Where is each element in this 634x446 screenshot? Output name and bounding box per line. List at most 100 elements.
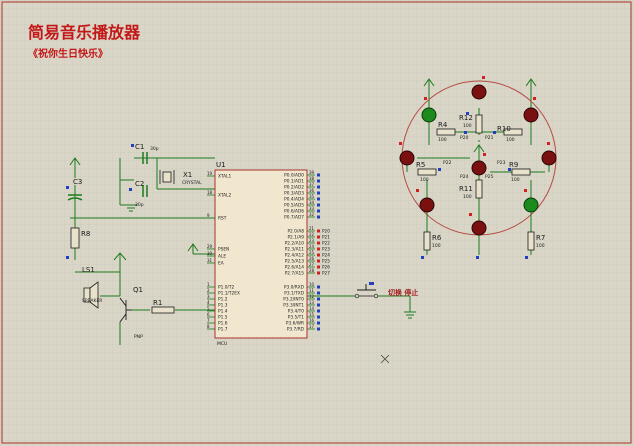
capacitor-c2[interactable]: C2 30p <box>129 180 148 208</box>
mcu-pin-name: P3.2/INT0 <box>283 297 304 303</box>
mcu-pin-name: P0.4/AD4 <box>284 197 304 203</box>
crystal-x1[interactable]: X1 CRYSTAL <box>159 170 202 186</box>
mcu-pin-number: 8 <box>207 324 210 329</box>
mcu-pin-number: 30 <box>207 251 213 256</box>
led-far-left <box>399 150 415 166</box>
mcu-pin-number: 37 <box>309 182 315 187</box>
r5-ref: R5 <box>416 161 425 169</box>
mcu-pin-number: 1 <box>207 282 210 287</box>
mcu-pin-number: 23 <box>309 238 315 243</box>
mcu-pin-name: P1.5 <box>218 315 228 321</box>
mcu-pin-name: P1.2 <box>218 297 228 303</box>
mcu-pin-name: P0.6/AD6 <box>284 209 304 215</box>
resistor-r9[interactable]: R9 100 <box>509 161 531 183</box>
mcu-pin-marker <box>317 197 320 201</box>
mcu-pin-number: 24 <box>309 244 315 249</box>
led-net-label-p21: P21 <box>485 135 494 141</box>
mcu-pin-number: 5 <box>207 306 210 311</box>
mcu-pin-name: P3.3/INT1 <box>283 303 304 309</box>
r9-value: 100 <box>511 177 520 183</box>
mcu-pin-name: P1.4 <box>218 309 228 315</box>
c1-ref: C1 <box>135 143 144 151</box>
mcu-pin-name: RST <box>218 216 227 222</box>
r7-value: 100 <box>536 243 545 249</box>
mcu-pin-number: 25 <box>309 250 315 255</box>
mcu-pin-number: 16 <box>309 318 315 323</box>
resistor-r1[interactable]: R1 <box>151 299 175 314</box>
resistor-r7[interactable]: R7 100 <box>527 231 545 251</box>
resistor-r5[interactable]: R5 100 <box>416 161 437 183</box>
resistor-r10[interactable]: R10 100 <box>497 125 523 143</box>
resistor-r4[interactable]: R4 100 <box>436 121 456 143</box>
cursor-cross-icon <box>380 354 390 364</box>
mcu-net-label: P20 <box>322 229 330 234</box>
mcu-pin-marker <box>317 185 320 189</box>
led-array <box>399 84 557 236</box>
mcu-pin-name: P1.6 <box>218 321 228 327</box>
mcu-pin-name: ALE <box>218 254 226 260</box>
mcu-net-label: P27 <box>322 271 330 276</box>
mcu-pin-marker <box>317 235 320 239</box>
resistor-r12[interactable]: R12 100 <box>459 114 483 134</box>
mcu-pin-marker <box>317 265 320 269</box>
push-button[interactable]: 切换 停止 <box>354 282 418 299</box>
mcu-pin-marker <box>317 247 320 251</box>
capacitor-c1[interactable]: C1 30p <box>131 143 159 164</box>
mcu-pin-marker <box>317 285 320 289</box>
resistor-r11[interactable]: R11 100 <box>459 179 483 200</box>
capacitor-c3[interactable]: C3 <box>66 178 83 201</box>
mcu-pin-number: 33 <box>309 206 315 211</box>
r11-value: 100 <box>463 194 472 200</box>
resistor-r6[interactable]: R6 100 <box>423 231 442 251</box>
mcu-pin-marker <box>317 315 320 319</box>
mcu-pin-name: P3.1/TXD <box>284 291 304 297</box>
mcu-pin-name: P0.7/AD7 <box>284 215 304 221</box>
mcu-pin-name: P3.4/T0 <box>288 309 304 315</box>
led-net-label-p22: P22 <box>443 160 452 166</box>
r9-ref: R9 <box>509 161 518 169</box>
mcu-u1[interactable]: U1 MCU 19XTAL118XTAL29RST29PSEN30ALE31EA… <box>207 161 330 347</box>
mcu-pin-marker <box>317 215 320 219</box>
r6-value: 100 <box>432 243 441 249</box>
mcu-pin-name: EA <box>218 261 224 267</box>
mcu-pin-name: P1.7 <box>218 327 228 333</box>
mcu-pin-number: 36 <box>309 188 315 193</box>
r4-ref: R4 <box>438 121 448 129</box>
mcu-pin-marker <box>317 191 320 195</box>
ls1-ref: LS1 <box>82 266 95 274</box>
mcu-pin-marker <box>317 209 320 213</box>
mcu-pin-number: 15 <box>309 312 315 317</box>
r11-ref: R11 <box>459 185 473 193</box>
mcu-net-label: P24 <box>322 253 330 258</box>
mcu-pin-name: P3.5/T1 <box>288 315 304 321</box>
mcu-pin-name: P2.4/A12 <box>285 253 305 259</box>
mcu-pin-number: 27 <box>309 262 315 267</box>
mcu-pin-number: 21 <box>309 226 315 231</box>
transistor-q1[interactable]: Q1 PNP <box>119 286 143 340</box>
mcu-net-label: P25 <box>322 259 330 264</box>
mcu-pin-marker <box>317 271 320 275</box>
mcu-pin-number: 6 <box>207 312 210 317</box>
led-net-labels: P20 P21 P22 P23 P24 P25 <box>443 135 506 180</box>
ground-symbols <box>125 204 416 319</box>
speaker-ls1[interactable]: LS1 SPEAKER <box>82 266 102 309</box>
mcu-pin-number: 2 <box>207 288 210 293</box>
mcu-pin-number: 32 <box>309 212 315 217</box>
u1-value: MCU <box>217 341 227 347</box>
q1-ref: Q1 <box>133 286 143 294</box>
mcu-net-label: P23 <box>322 247 330 252</box>
x1-ref: X1 <box>183 171 192 179</box>
mcu-pin-marker <box>317 327 320 331</box>
mcu-net-label: P21 <box>322 235 330 240</box>
led-net-label-p23: P23 <box>497 160 506 166</box>
mcu-pin-name: XTAL1 <box>218 174 231 180</box>
resistor-r8[interactable]: R8 <box>66 227 90 259</box>
mcu-pin-number: 14 <box>309 306 315 311</box>
led-right-bottom <box>523 197 539 213</box>
c2-value: 30p <box>135 202 144 208</box>
x1-value: CRYSTAL <box>182 180 202 186</box>
mcu-net-label: P26 <box>322 265 330 270</box>
r10-ref: R10 <box>497 125 511 133</box>
mcu-pin-name: P1.1/T2EX <box>218 291 240 297</box>
